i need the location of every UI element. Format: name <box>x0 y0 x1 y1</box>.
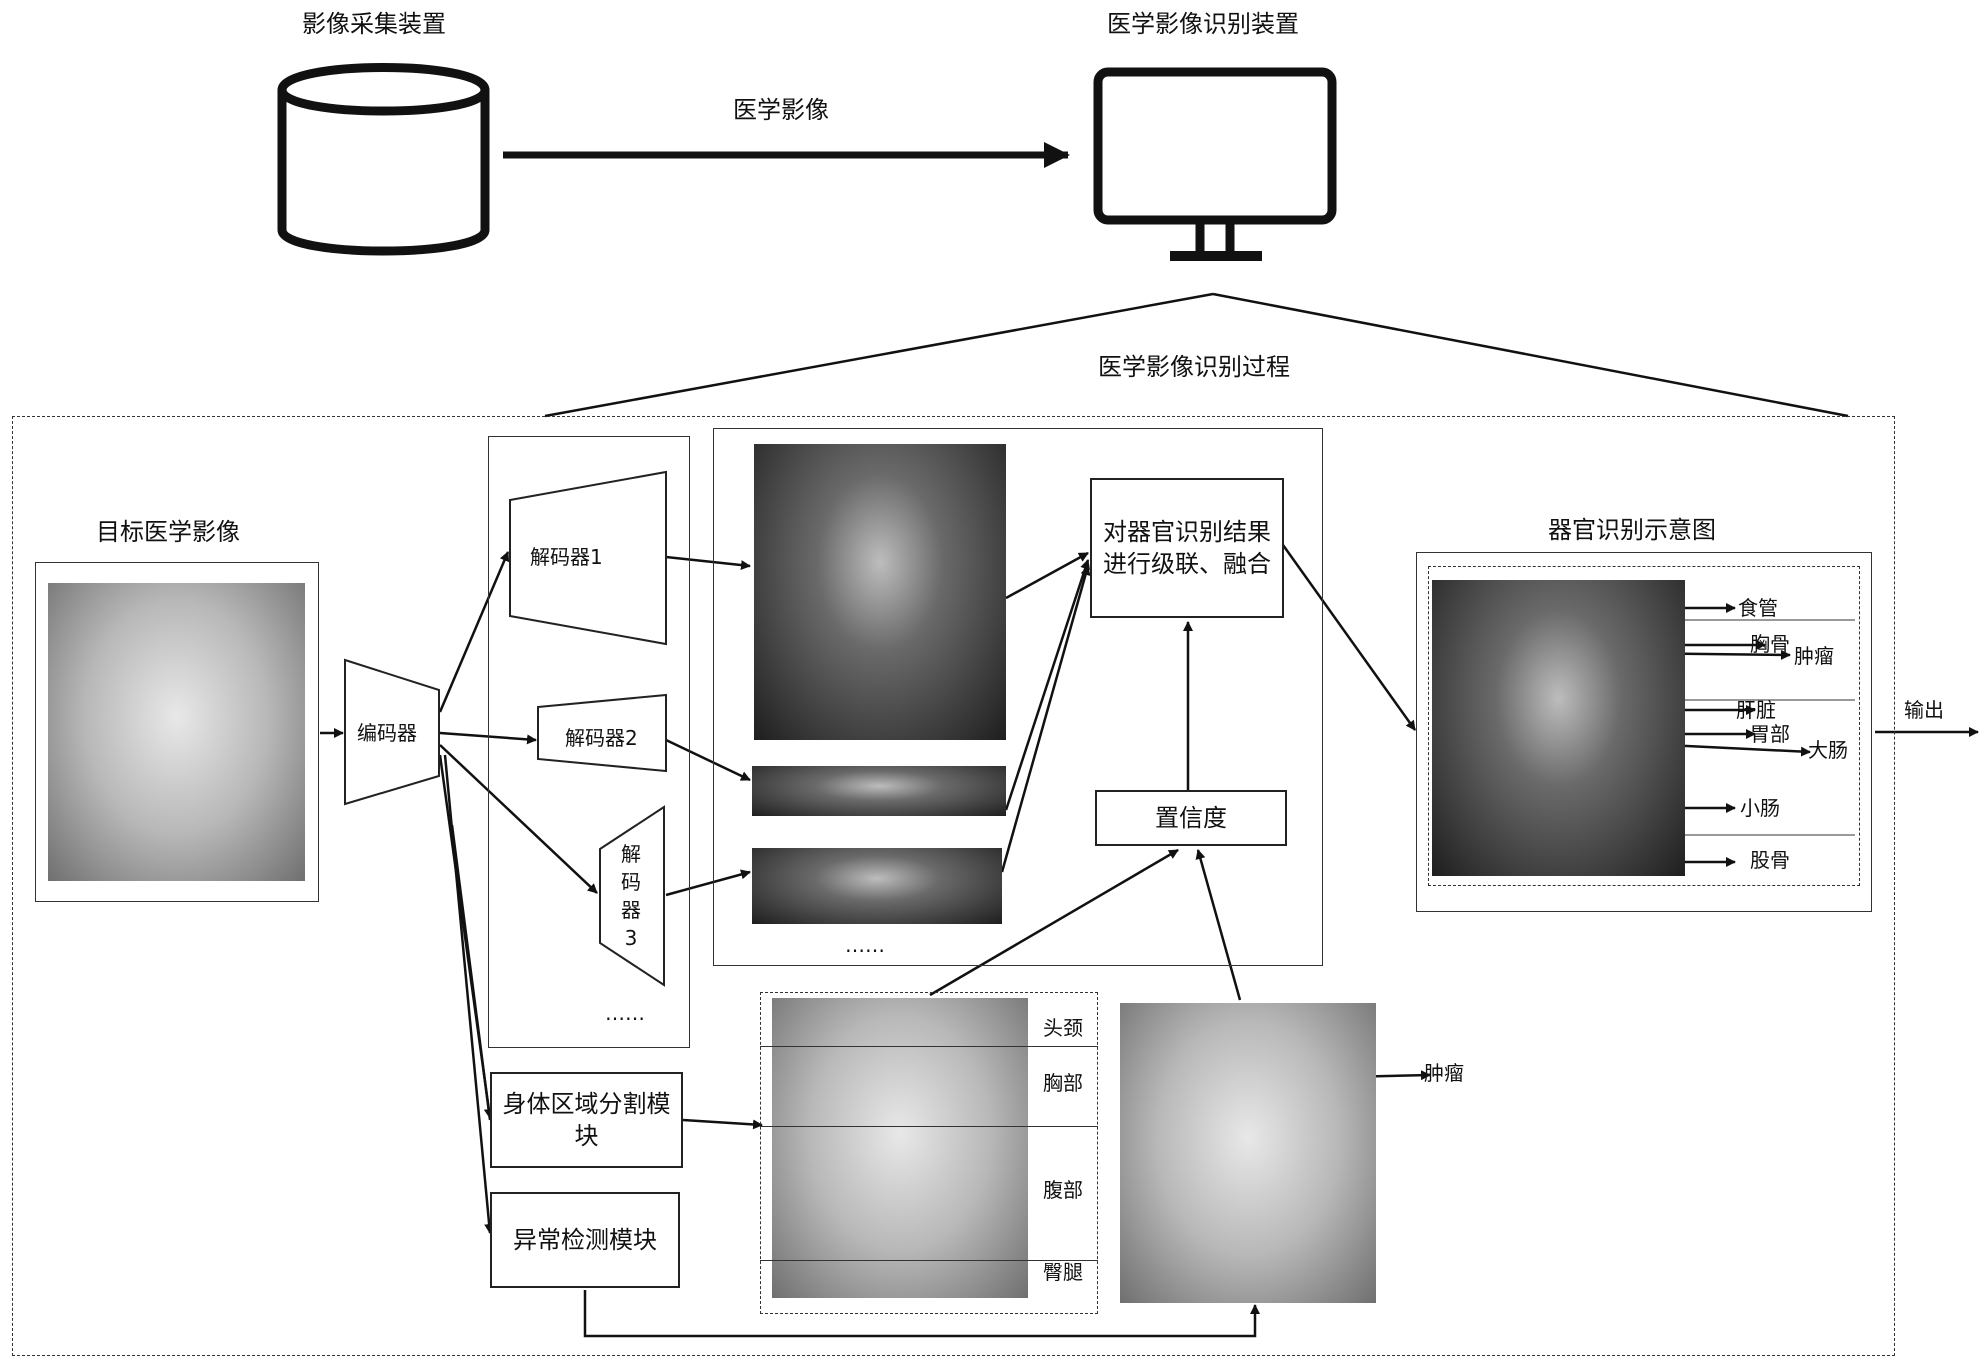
organ-label-sternum: 胸骨 <box>1750 632 1790 656</box>
region-head-neck: 头颈 <box>1043 1016 1083 1040</box>
confidence-box: 置信度 <box>1095 790 1287 846</box>
organ-label-femur: 股骨 <box>1750 848 1790 872</box>
encoder-shape <box>344 658 440 806</box>
process-title: 医学影像识别过程 <box>1098 353 1290 381</box>
monitor-icon <box>1093 67 1337 261</box>
region-chest: 胸部 <box>1043 1071 1083 1095</box>
anomaly-tumor-label: 肿瘤 <box>1424 1061 1464 1085</box>
organ-map-inner-frame <box>1428 566 1860 886</box>
decoder2-shape <box>537 693 667 773</box>
anomaly-detection-module: 异常检测模块 <box>490 1192 680 1288</box>
decoder1-shape <box>509 470 667 646</box>
region-divider-chest <box>760 1126 1098 1127</box>
decoder2-output-image <box>752 766 1006 816</box>
organ-map-frame <box>1416 552 1872 912</box>
encoder-label: 编码器 <box>357 721 417 745</box>
transfer-label: 医学影像 <box>733 96 829 124</box>
acquisition-device-label: 影像采集装置 <box>302 10 446 38</box>
decoder3-label: 解码器3 <box>621 842 641 950</box>
region-abdomen: 腹部 <box>1043 1178 1083 1202</box>
output-ellipsis: …… <box>845 933 885 957</box>
organ-label-large-intestine: 大肠 <box>1808 738 1848 762</box>
organ-map-image <box>1432 580 1685 876</box>
process-frame <box>12 416 1895 1356</box>
decoder-column <box>488 436 690 1048</box>
region-limbs: 臀腿 <box>1043 1260 1083 1284</box>
recognition-device-label: 医学影像识别装置 <box>1107 10 1299 38</box>
anomaly-result-image <box>1120 1003 1376 1303</box>
decoder2-label: 解码器2 <box>565 726 638 750</box>
segmentation-module: 身体区域分割模块 <box>490 1072 683 1168</box>
region-result-image <box>772 998 1028 1298</box>
target-medical-image <box>48 583 305 881</box>
organ-label-small-intestine: 小肠 <box>1740 796 1780 820</box>
target-image-title: 目标医学影像 <box>96 518 240 546</box>
decoder1-label: 解码器1 <box>530 545 603 569</box>
output-label: 输出 <box>1904 698 1944 722</box>
organ-label-esophagus: 食管 <box>1738 596 1778 620</box>
decoder-ellipsis: …… <box>605 1001 645 1025</box>
organ-map-title: 器官识别示意图 <box>1548 516 1716 544</box>
decoder1-output-image <box>754 444 1006 740</box>
fusion-box: 对器官识别结果进行级联、融合 <box>1090 478 1284 618</box>
decoder3-shape <box>599 805 665 987</box>
decoder3-output-image <box>752 848 1002 924</box>
decoder-output-frame <box>713 428 1323 966</box>
region-divider-head <box>760 1046 1098 1047</box>
organ-label-liver: 肝脏 <box>1736 698 1776 722</box>
database-icon <box>277 63 490 256</box>
target-image-frame <box>35 562 319 902</box>
region-divider-abdomen <box>760 1260 1098 1261</box>
organ-label-stomach: 胃部 <box>1750 722 1790 746</box>
organ-label-tumor: 肿瘤 <box>1794 644 1834 668</box>
region-result-frame <box>760 992 1098 1314</box>
